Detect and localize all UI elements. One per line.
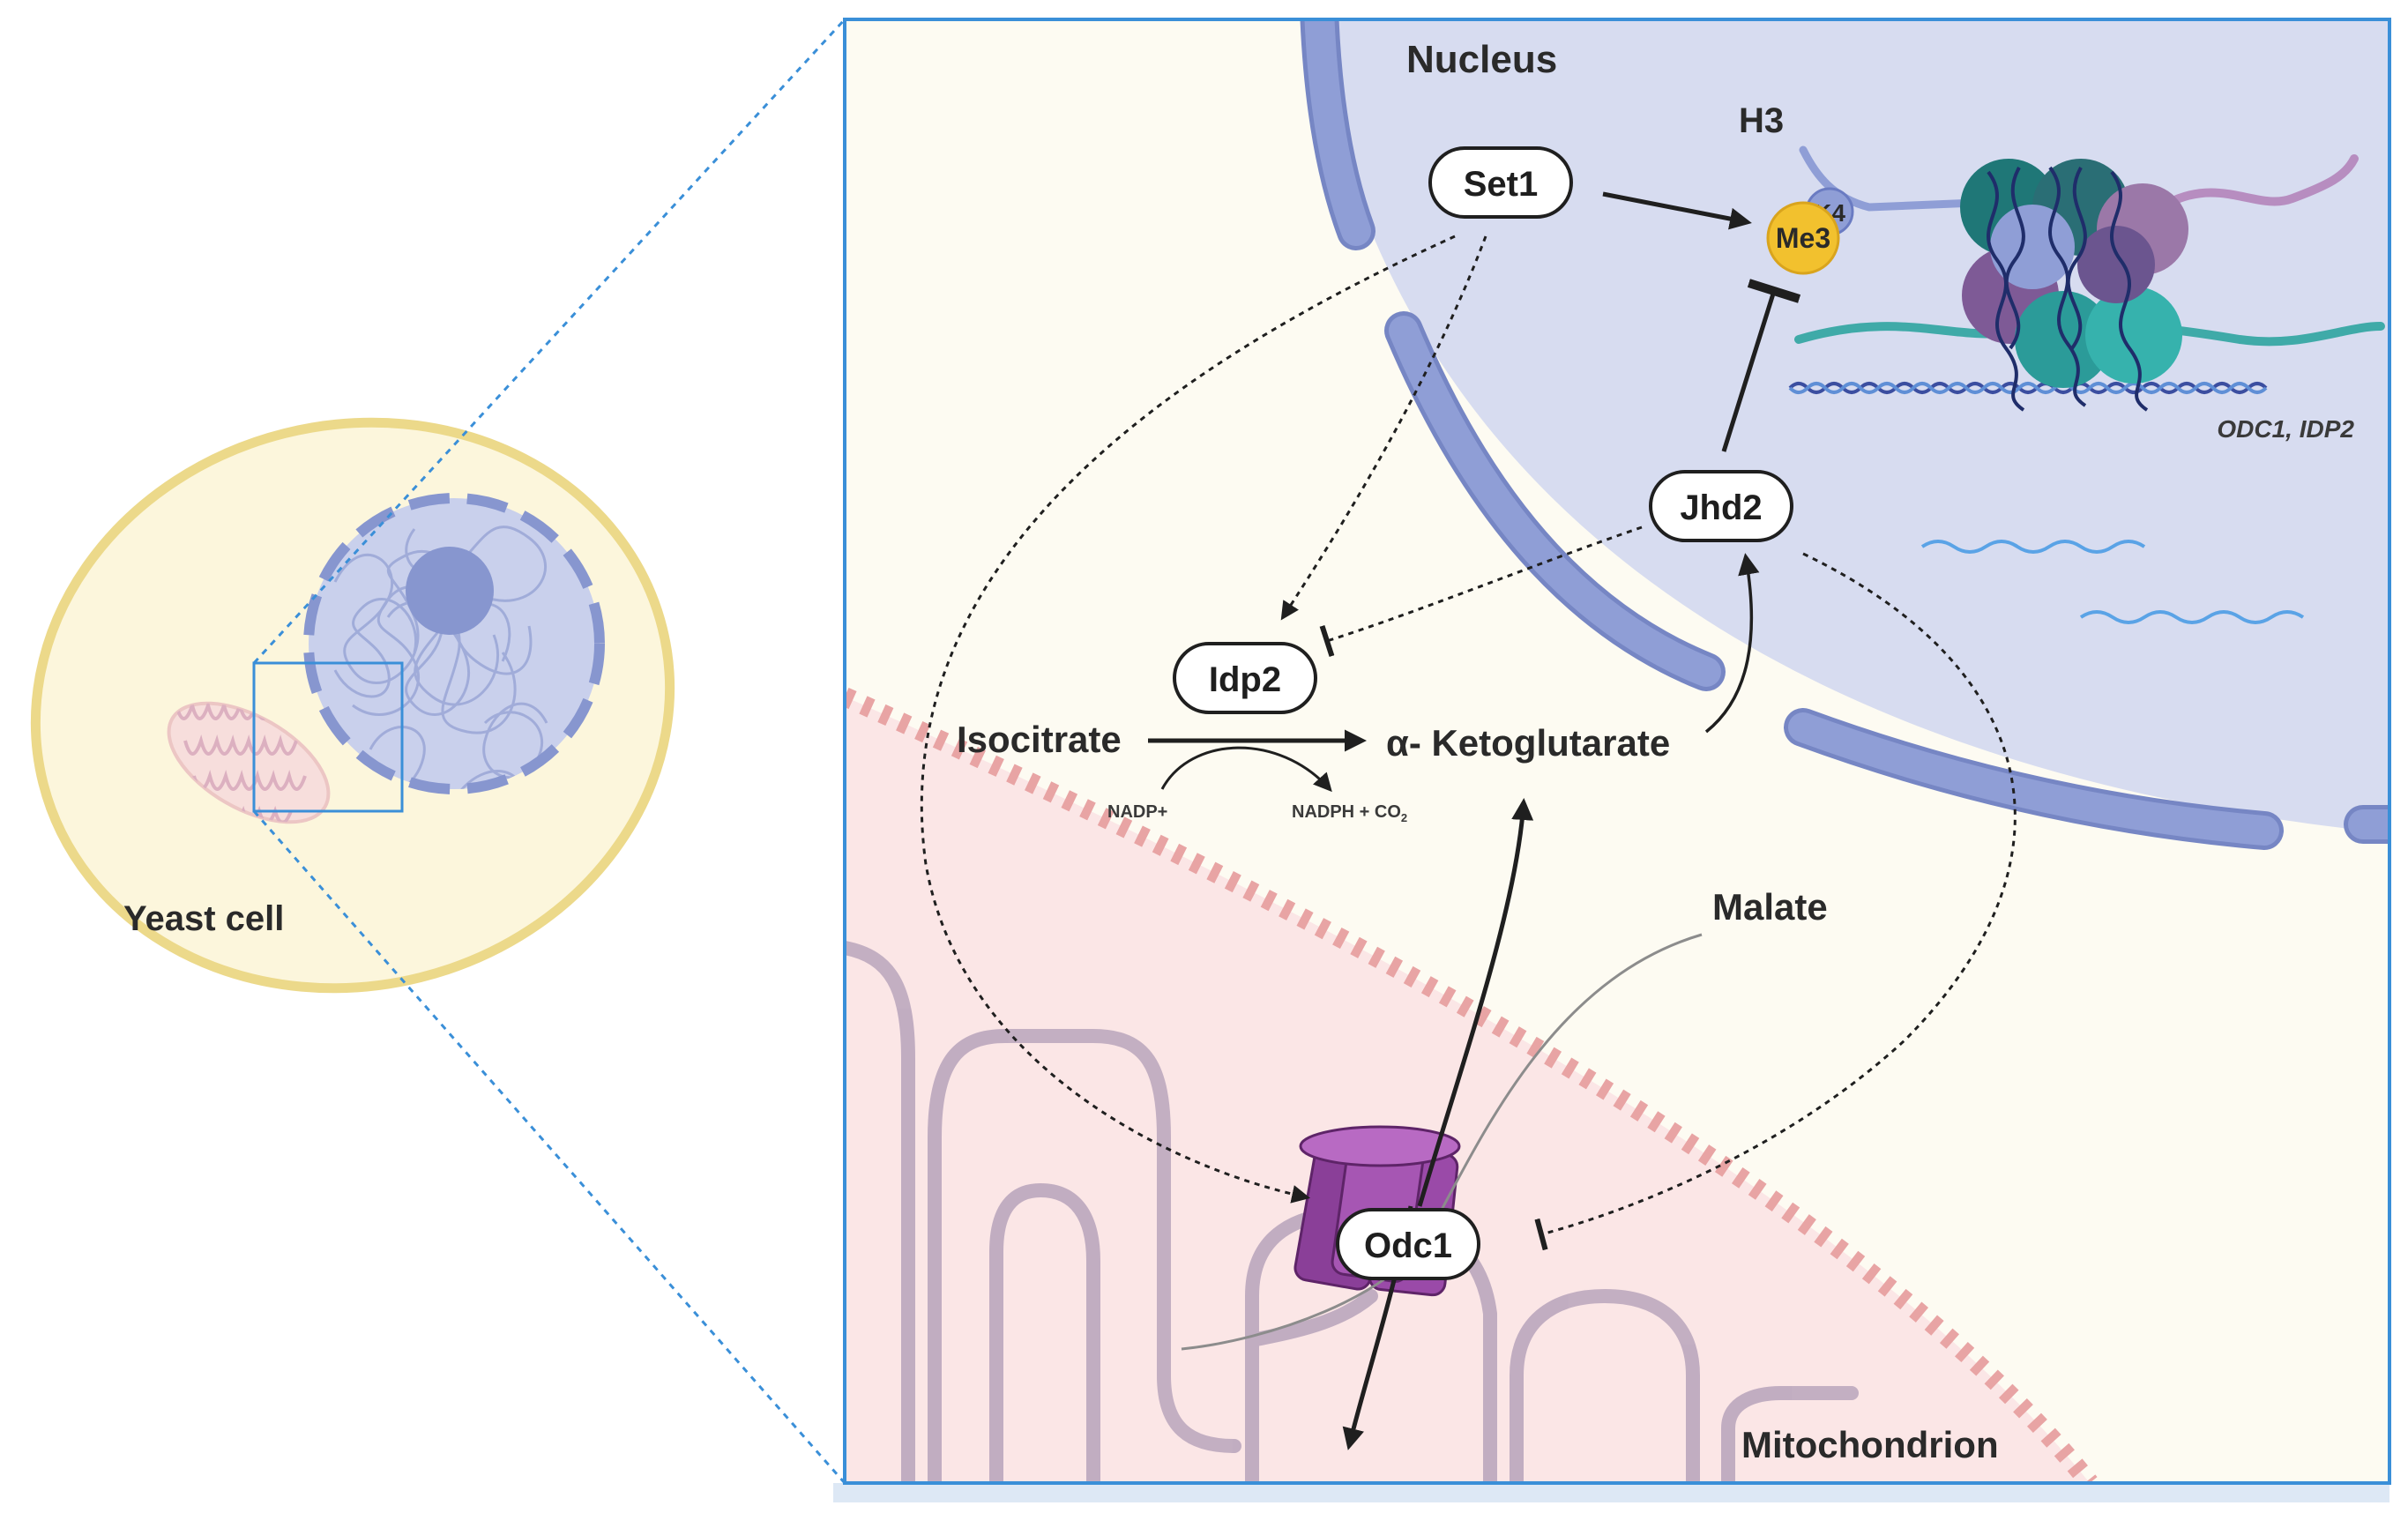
small-nucleus [303, 493, 605, 794]
idp2-pill: Idp2 [1173, 642, 1317, 714]
pathway-arrows [920, 191, 2017, 1450]
nuclear-membrane [1300, 19, 2389, 850]
svg-text:Jhd2: Jhd2 [1680, 488, 1762, 527]
inhibit-jhd2-me3 [1721, 279, 1801, 452]
nadph-co2-label: NADPH + CO2 [1292, 802, 1407, 824]
nadp-label: NADP+ [1107, 802, 1167, 822]
dashed-set1-to-idp2 [1280, 235, 1487, 621]
zoom-guide-lines [252, 18, 846, 1484]
gene-names-label: ODC1, IDP2 [2217, 415, 2354, 443]
mitochondrion-region [845, 697, 2090, 1483]
svg-text:Odc1: Odc1 [1364, 1226, 1452, 1265]
dashed-set1-to-odc1 [920, 235, 1456, 1204]
yeast-cell-overview: Yeast cell [30, 417, 675, 994]
svg-text:Me3: Me3 [1776, 222, 1830, 254]
jhd2-pill: Jhd2 [1649, 470, 1793, 542]
dashed-jhd2-inhibit-idp2 [1319, 525, 1643, 658]
dashed-jhd2-inhibit-odc1 [1534, 552, 2017, 1251]
panel-shadow [833, 1483, 2389, 1502]
nucleus-label: Nucleus [1406, 38, 1557, 81]
h3-label: H3 [1739, 101, 1784, 140]
arrow-akg-to-jhd2 [1704, 553, 1760, 734]
isocitrate-label: Isocitrate [957, 719, 1122, 760]
mitochondrion-label: Mitochondrion [1741, 1424, 1999, 1465]
odc1-pill: Odc1 [1336, 1208, 1480, 1280]
mitochondrion-outer-membrane [845, 687, 2098, 1483]
akg-label: α- Ketoglutarate [1386, 722, 1670, 764]
nucleosome [1960, 159, 2188, 412]
arrow-set1-to-me3 [1602, 191, 1752, 230]
arrow-nadp-to-nadph [1160, 746, 1332, 793]
set1-pill: Set1 [1428, 146, 1573, 219]
histone-tail-purple [2165, 154, 2359, 207]
arrow-odc1-up [1417, 798, 1534, 1207]
svg-text:Idp2: Idp2 [1209, 660, 1281, 699]
yeast-cell-label: Yeast cell [123, 899, 284, 938]
zoom-panel-frame [843, 18, 2391, 1485]
malate-label: Malate [1712, 886, 1828, 928]
zoom-region-box [252, 661, 404, 813]
svg-text:Set1: Set1 [1464, 165, 1539, 204]
me3-badge: Me3 [1766, 201, 1840, 275]
